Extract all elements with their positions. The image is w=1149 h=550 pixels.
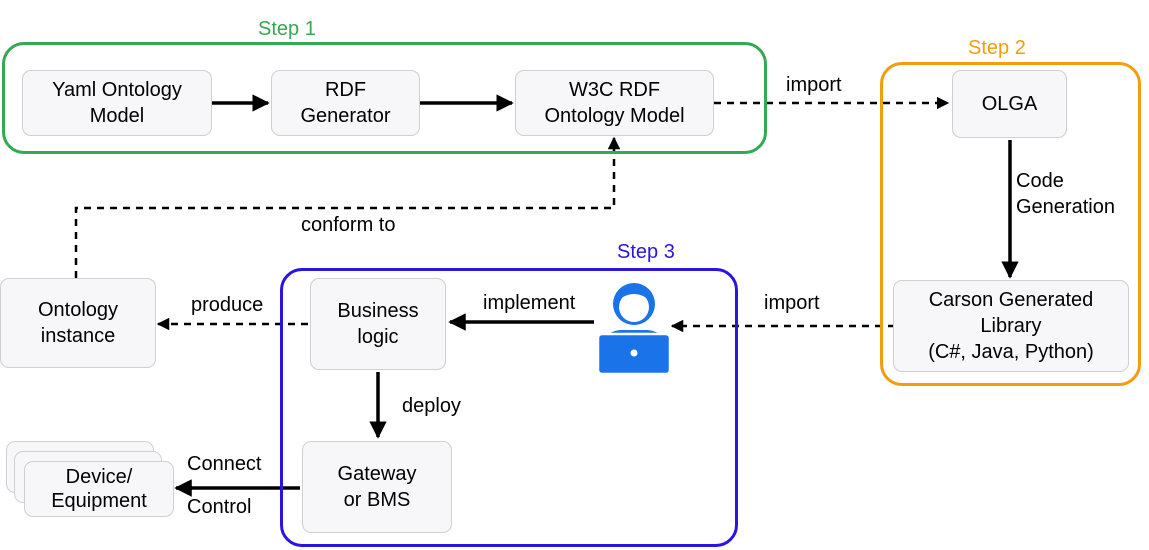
connect-label: Connect: [187, 453, 262, 475]
yaml-ontology-model-text: Yaml Ontology Model: [52, 79, 182, 127]
device-equipment-node[interactable]: Device/ Equipment: [24, 461, 174, 517]
developer-laptop-icon: [596, 283, 672, 376]
carson-generated-library-node[interactable]: Carson Generated Library (C#, Java, Pyth…: [893, 280, 1129, 372]
import-label-library-developer: import: [764, 292, 820, 314]
w3c-rdf-ontology-model-node[interactable]: W3C RDF Ontology Model: [515, 70, 714, 136]
step1-label: Step 1: [258, 18, 316, 40]
produce-label: produce: [191, 294, 264, 316]
implement-label: implement: [483, 292, 576, 314]
edge-instance-to-w3c: [74, 136, 621, 278]
conform-to-label: conform to: [301, 214, 396, 236]
business-logic-text: Business logic: [337, 300, 419, 348]
import-label-w3c-olga: import: [786, 74, 842, 96]
deploy-label: deploy: [402, 395, 461, 417]
olga-text: OLGA: [981, 93, 1038, 115]
ontology-instance-text: Ontology instance: [37, 299, 119, 347]
step2-label: Step 2: [968, 37, 1026, 59]
rdf-generator-text: RDF Generator: [300, 79, 391, 127]
ontology-instance-node[interactable]: Ontology instance: [0, 278, 156, 368]
business-logic-node[interactable]: Business logic: [310, 278, 446, 370]
step2-group: [880, 62, 1141, 386]
device-equipment-text: Device/ Equipment: [51, 466, 147, 512]
gateway-text: Gateway or BMS: [337, 463, 417, 511]
olga-node[interactable]: OLGA: [952, 70, 1067, 138]
gateway-node[interactable]: Gateway or BMS: [302, 441, 452, 533]
carson-generated-library-text: Carson Generated Library (C#, Java, Pyth…: [928, 289, 1094, 363]
step3-group: [280, 268, 738, 547]
step3-label: Step 3: [617, 241, 675, 263]
yaml-ontology-model-node[interactable]: Yaml Ontology Model: [22, 70, 212, 136]
rdf-generator-node[interactable]: RDF Generator: [271, 70, 420, 136]
w3c-rdf-ontology-model-text: W3C RDF Ontology Model: [544, 79, 685, 127]
code-generation-label: Code Generation: [1016, 170, 1115, 218]
step1-group: [2, 42, 767, 154]
control-label: Control: [187, 496, 252, 518]
